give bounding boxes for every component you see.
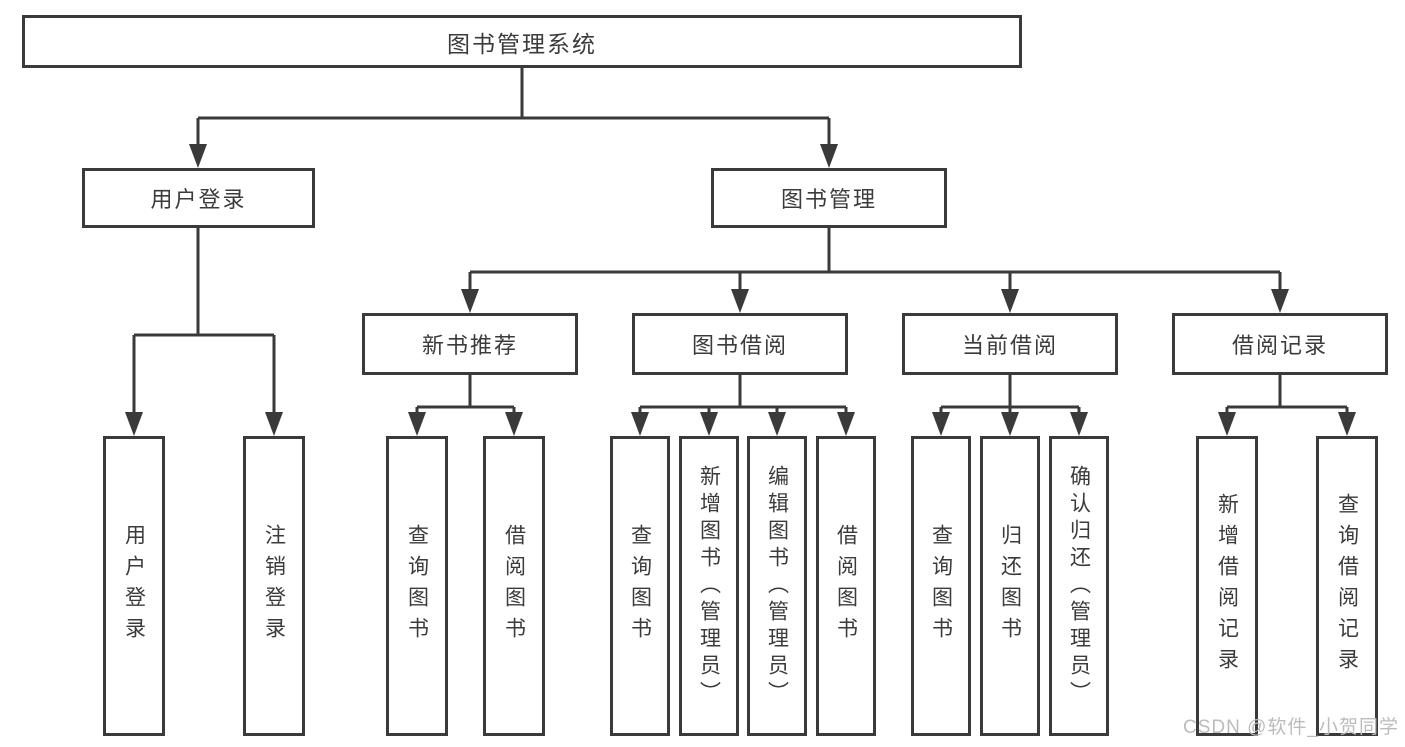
node-new-book-recommend: 新书推荐 [362,313,578,375]
leaf-label: 注销登录 [262,524,286,648]
node-book-borrow-label: 图书借阅 [691,333,788,358]
node-root-label: 图书管理系统 [447,30,597,57]
leaf-query-books-borrow: 查询图书 [610,436,670,736]
leaf-return-book: 归还图书 [980,436,1040,736]
watermark-text: CSDN @软件_小贺同学 [1183,717,1399,738]
leaf-borrow-books-borrow: 借阅图书 [816,436,876,736]
leaf-label: 用户登录 [122,524,146,648]
connector-root-to-level2 [189,68,838,168]
node-book-management: 图书管理 [711,168,947,228]
leaf-query-borrow-record: 查询借阅记录 [1316,436,1378,736]
connector-user-login-to-children [125,228,283,436]
leaf-confirm-return-admin: 确认归还（管理员） [1049,436,1109,736]
node-book-management-label: 图书管理 [780,187,877,212]
leaf-add-book-admin: 新增图书（管理员） [679,436,739,736]
leaf-label: 确认归还（管理员） [1067,464,1091,708]
node-user-login: 用户登录 [82,168,315,228]
node-borrow-records: 借阅记录 [1172,313,1388,375]
leaf-edit-book-admin: 编辑图书（管理员） [747,436,807,736]
node-current-borrow: 当前借阅 [902,313,1118,375]
leaf-label: 新增图书（管理员） [697,464,721,708]
node-book-borrow: 图书借阅 [632,313,848,375]
leaf-logout: 注销登录 [243,436,305,736]
leaf-borrow-books-recommend: 借阅图书 [483,436,545,736]
connector-book-management-to-level3 [461,228,1289,313]
leaf-add-borrow-record: 新增借阅记录 [1196,436,1258,736]
leaf-label: 查询图书 [929,524,953,648]
leaf-label: 新增借阅记录 [1215,493,1239,679]
connector-book-borrow-to-children [631,375,855,436]
node-root: 图书管理系统 [22,15,1022,68]
leaf-label: 查询图书 [405,524,429,648]
leaf-query-books-current: 查询图书 [911,436,971,736]
leaf-user-login: 用户登录 [103,436,165,736]
leaf-label: 查询借阅记录 [1335,493,1359,679]
connector-borrow-records-to-children [1218,375,1356,436]
leaf-label: 借阅图书 [502,524,526,648]
leaf-label: 编辑图书（管理员） [765,464,789,708]
node-current-borrow-label: 当前借阅 [961,333,1058,358]
node-borrow-records-label: 借阅记录 [1231,333,1328,358]
leaf-query-books-recommend: 查询图书 [386,436,448,736]
node-user-login-label: 用户登录 [150,187,247,212]
connector-new-book-recommend-to-children [408,375,523,436]
node-new-book-recommend-label: 新书推荐 [421,333,518,358]
leaf-label: 查询图书 [628,524,652,648]
connector-current-borrow-to-children [932,375,1088,436]
leaf-label: 归还图书 [998,524,1022,648]
leaf-label: 借阅图书 [834,524,858,648]
